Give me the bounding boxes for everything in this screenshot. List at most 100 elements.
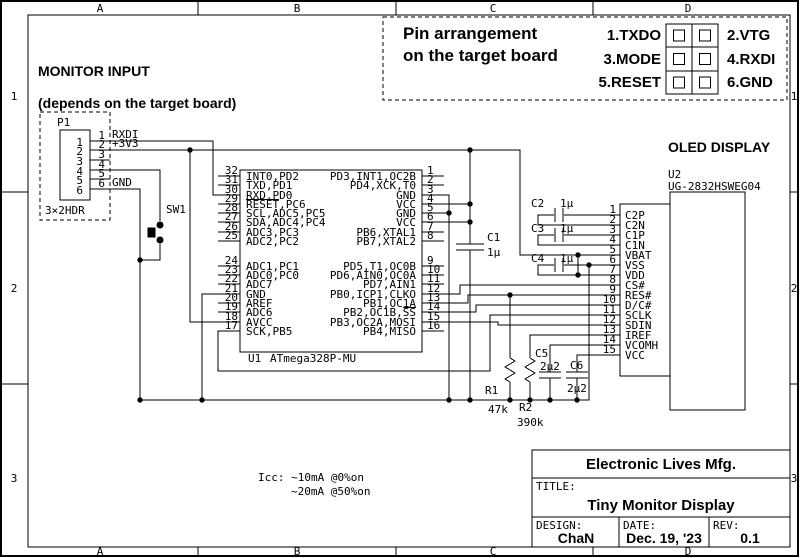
svg-text:ADC2,PC2: ADC2,PC2 [246, 235, 299, 248]
svg-text:21: 21 [225, 282, 238, 295]
p1-stub-num: 5 [98, 167, 105, 180]
grid-col-label: C [490, 545, 497, 558]
svg-text:8: 8 [609, 273, 616, 286]
section-subtitle-monitor-input: (depends on the target board) [38, 95, 236, 111]
c3-ref: C3 [531, 222, 544, 235]
mcu-pin-stubs [218, 175, 444, 332]
svg-text:GND: GND [396, 189, 416, 202]
svg-text:GND: GND [246, 288, 266, 301]
svg-text:2: 2 [427, 173, 434, 186]
rev-label: REV: [713, 519, 740, 532]
c2-value: 1μ [560, 197, 574, 210]
svg-text:10: 10 [603, 293, 616, 306]
svg-text:13: 13 [427, 291, 440, 304]
svg-text:VCC: VCC [625, 349, 645, 362]
grid-col-label: C [490, 2, 497, 15]
pin-name-right: 2.VTG [727, 27, 770, 44]
p1-pin-num: 4 [76, 165, 83, 178]
date-value: Dec. 19, '23 [626, 530, 702, 546]
c5-ref: C5 [535, 347, 548, 360]
pin-name-left: 1.TXDO [607, 27, 662, 44]
svg-text:32: 32 [225, 164, 238, 177]
svg-text:PD4,XCK,T0: PD4,XCK,T0 [350, 179, 416, 192]
svg-text:31: 31 [225, 173, 238, 186]
svg-text:RES#: RES# [625, 289, 652, 302]
grid-col-label: A [97, 2, 104, 15]
r1-ref: R1 [485, 384, 498, 397]
net-label-gnd: GND [112, 176, 132, 189]
header-pin-grid [665, 23, 719, 95]
p1-stub-num: 1 [98, 129, 105, 142]
grid-col-label: B [294, 2, 301, 15]
oled-part: UG-2832HSWEG04 [668, 180, 761, 193]
net-label-3v3: +3V3 [112, 137, 139, 150]
svg-text:GND: GND [396, 207, 416, 220]
mcu-part: ATmega328P-MU [270, 352, 356, 365]
c6-ref: C6 [570, 359, 583, 372]
svg-text:9: 9 [427, 254, 434, 267]
svg-text:14: 14 [603, 333, 617, 346]
oled-ref: U2 [668, 168, 681, 181]
p1-pin-num: 6 [76, 184, 83, 197]
svg-text:SCL,ADC5,PC5: SCL,ADC5,PC5 [246, 207, 325, 220]
capacitor-c4: C4 1μ [531, 252, 574, 272]
c2-ref: C2 [531, 197, 544, 210]
note-title-line1: Pin arrangement [403, 24, 537, 43]
svg-text:30: 30 [225, 183, 238, 196]
svg-text:IREF: IREF [625, 329, 652, 342]
svg-text:27: 27 [225, 210, 238, 223]
title-label: TITLE: [536, 480, 576, 493]
design-label: DESIGN: [536, 519, 582, 532]
svg-text:7: 7 [609, 263, 616, 276]
svg-text:PB4,MISO: PB4,MISO [363, 325, 416, 338]
svg-text:24: 24 [225, 254, 239, 267]
svg-text:PB1,OC1A: PB1,OC1A [363, 297, 416, 310]
grid-row-label: 1 [11, 90, 18, 103]
capacitor-c5: C5 2μ2 [535, 347, 561, 379]
svg-text:AREF: AREF [246, 297, 273, 310]
svg-text:12: 12 [603, 313, 616, 326]
svg-text:ADC3,PC3: ADC3,PC3 [246, 226, 299, 239]
svg-text:VBAT: VBAT [625, 249, 652, 262]
svg-text:7: 7 [427, 220, 434, 233]
icc-note-line2: ~20mA @50%on [291, 485, 370, 498]
p1-pin-num: 2 [76, 145, 83, 158]
svg-text:PD6,AIN0,OC0A: PD6,AIN0,OC0A [330, 269, 416, 282]
svg-text:RESET,PC6: RESET,PC6 [246, 198, 306, 211]
company-name: Electronic Lives Mfg. [586, 456, 736, 473]
grid-col-label: D [685, 2, 692, 15]
svg-text:ADC1,PC1: ADC1,PC1 [246, 260, 299, 273]
switch-sw1: SW1 [147, 203, 186, 244]
svg-text:RXD,PD0: RXD,PD0 [246, 189, 292, 202]
p1-stub-num: 6 [98, 177, 105, 190]
c4-ref: C4 [531, 252, 545, 265]
svg-text:10: 10 [427, 263, 440, 276]
svg-text:9: 9 [609, 283, 616, 296]
svg-text:C1P: C1P [625, 229, 645, 242]
svg-text:VCC: VCC [396, 216, 416, 229]
svg-text:6: 6 [609, 253, 616, 266]
svg-text:18: 18 [225, 310, 238, 323]
grid-col-label: B [294, 545, 301, 558]
svg-text:23: 23 [225, 263, 238, 276]
grid-row-label: 3 [11, 472, 18, 485]
p1-pin-num: 5 [76, 174, 83, 187]
svg-text:SDIN: SDIN [625, 319, 652, 332]
svg-text:PB7,XTAL2: PB7,XTAL2 [356, 235, 416, 248]
svg-text:15: 15 [603, 343, 616, 356]
drawing-title: Tiny Monitor Display [587, 497, 735, 514]
svg-text:5: 5 [427, 201, 434, 214]
junction-dots [137, 147, 592, 403]
pin-name-right: 4.RXDI [727, 51, 775, 68]
capacitor-c1: C1 1μ [456, 231, 501, 259]
section-title-oled: OLED DISPLAY [668, 139, 771, 155]
oled-u2: OLED DISPLAY U2 UG-2832HSWEG04 12 34 56 … [600, 139, 771, 411]
note-title-line2: on the target board [403, 46, 558, 65]
svg-text:29: 29 [225, 192, 238, 205]
svg-text:16: 16 [427, 319, 440, 332]
